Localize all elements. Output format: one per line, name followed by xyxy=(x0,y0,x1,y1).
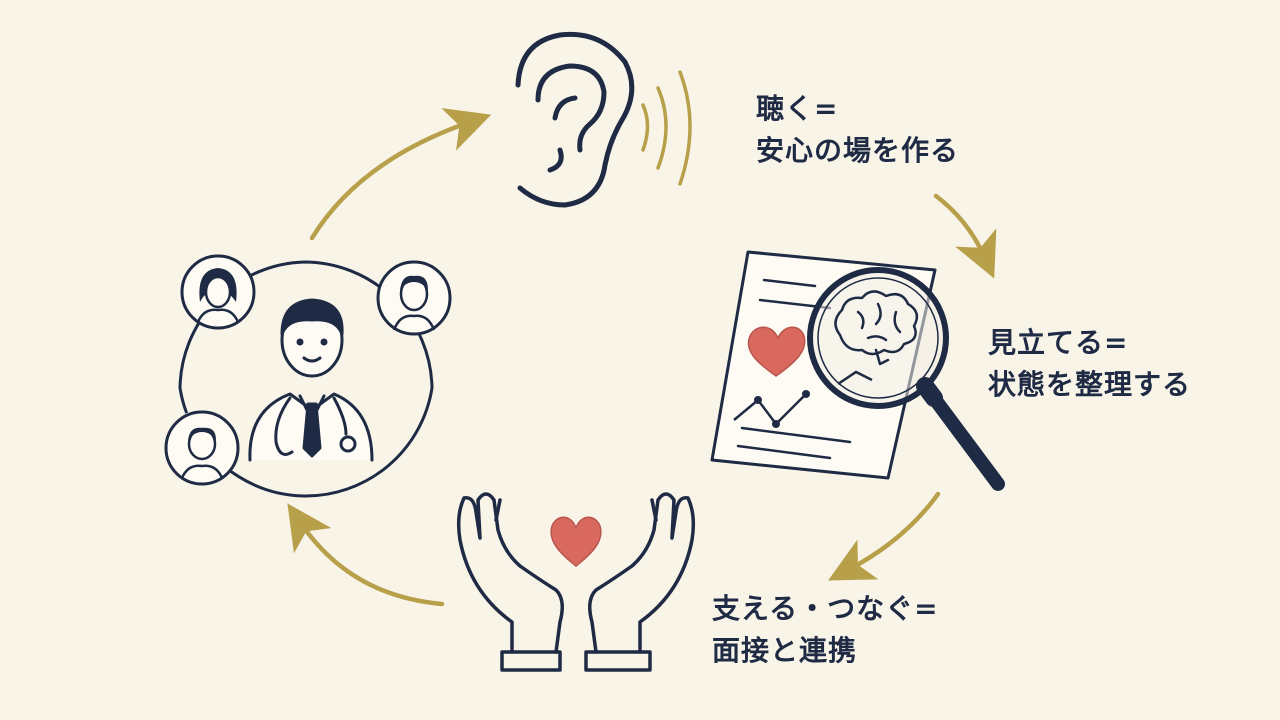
ear-icon xyxy=(515,31,635,208)
arrow-support-to-team xyxy=(287,503,445,607)
assess-step-description: 状態を整理する xyxy=(988,368,1192,401)
person-avatar-man xyxy=(376,260,452,336)
listen-step-title: 聴く= xyxy=(756,92,839,125)
brain-icon xyxy=(834,290,919,366)
left-cuff xyxy=(500,650,562,672)
support-step-description: 面接と連携 xyxy=(712,634,858,667)
hands-heart-icon xyxy=(456,492,696,672)
assess-step-title: 見立てる= xyxy=(988,326,1129,359)
right-hand-icon xyxy=(588,492,696,654)
heart-icon xyxy=(550,516,602,567)
sound-waves-icon xyxy=(641,70,692,186)
right-cuff xyxy=(584,650,652,672)
stethoscope-icon xyxy=(274,396,294,456)
doctor-icon xyxy=(248,298,374,462)
doctor-team-icon xyxy=(164,254,452,498)
listen-step-label: 聴く= 安心の場を作る xyxy=(756,88,959,172)
magnifier-brain-document-icon xyxy=(710,250,1005,491)
arrow-listen-to-assess xyxy=(933,193,997,279)
person-avatar-woman xyxy=(180,254,256,330)
support-step-label: 支える・つなぐ= 面接と連携 xyxy=(712,588,939,672)
left-hand-icon xyxy=(456,492,564,654)
heart-icon xyxy=(747,326,806,377)
person-avatar-child xyxy=(164,410,240,486)
assess-step-label: 見立てる= 状態を整理する xyxy=(988,322,1191,406)
arrow-assess-to-support xyxy=(828,491,941,581)
arrow-team-to-listen xyxy=(309,108,492,241)
trend-line xyxy=(837,370,873,386)
listen-step-description: 安心の場を作る xyxy=(756,134,960,167)
support-step-title: 支える・つなぐ= xyxy=(712,592,939,625)
